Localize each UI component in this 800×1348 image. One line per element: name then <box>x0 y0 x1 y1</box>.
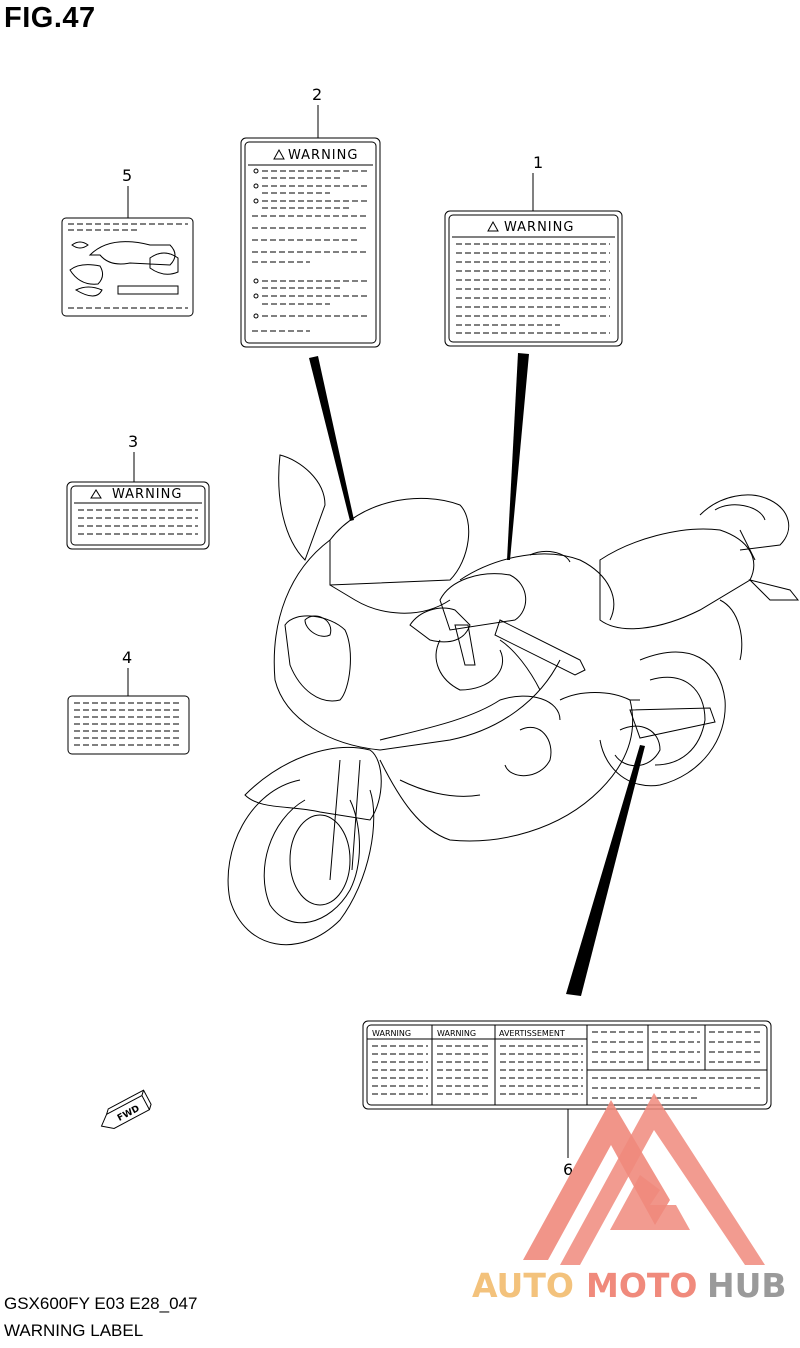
warning-label-4[interactable] <box>67 668 190 755</box>
fwd-arrow-icon: FWD <box>100 1089 152 1129</box>
warning-6c-heading: AVERTISSEMENT <box>499 1029 565 1038</box>
callout-5: 5 <box>122 166 132 185</box>
figure-title: FIG.47 <box>4 2 96 34</box>
warning-6b-heading: WARNING <box>437 1029 476 1038</box>
warning-3-heading: WARNING <box>112 487 182 502</box>
warning-label-1[interactable]: WARNING <box>444 173 623 347</box>
callout-2: 2 <box>312 85 322 104</box>
callout-6: 6 <box>563 1160 573 1179</box>
warning-1-heading: WARNING <box>504 220 574 235</box>
logo-text-auto: AUTO <box>472 1266 574 1305</box>
model-code: GSX600FY E03 E28_047 <box>4 1294 198 1313</box>
leader-wedge-1 <box>507 353 529 560</box>
leader-wedge-6 <box>566 745 645 996</box>
leader-wedge-2 <box>309 356 354 521</box>
section-name: WARNING LABEL <box>4 1321 144 1340</box>
callout-1: 1 <box>533 153 543 172</box>
motorcycle-outline <box>227 454 800 946</box>
logo-text-moto: MOTO <box>586 1266 697 1305</box>
warning-label-5[interactable] <box>61 186 194 317</box>
warning-label-2[interactable]: WARNING <box>240 105 381 348</box>
warning-6a-heading: WARNING <box>372 1029 411 1038</box>
callout-3: 3 <box>128 432 138 451</box>
automotohub-logo: AUTO MOTO HUB <box>472 1093 787 1305</box>
warning-label-6[interactable]: WARNING WARNING AVERTISSEMENT <box>362 1020 772 1158</box>
logo-text-hub: HUB <box>707 1266 787 1305</box>
warning-label-3[interactable]: WARNING <box>66 452 210 550</box>
warning-2-heading: WARNING <box>288 148 358 163</box>
callout-4: 4 <box>122 648 132 667</box>
